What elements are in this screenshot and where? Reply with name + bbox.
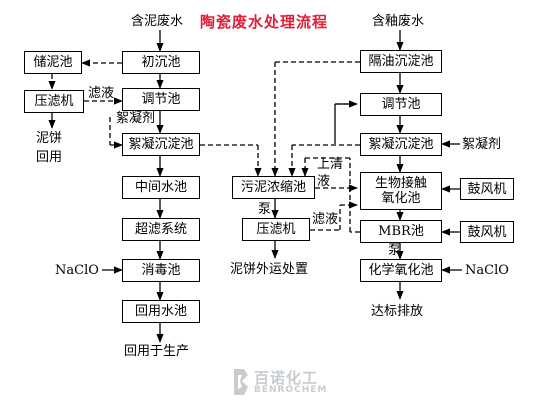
box-chuchen: 初沉池 [122, 51, 200, 74]
pump-label-middle: 泵 [258, 202, 272, 217]
watermark-text-en: BENROCHEM [254, 385, 328, 395]
supernatant-label-line2: 液 [317, 174, 331, 189]
box-blower-2: 鼓风机 [460, 221, 514, 243]
flocculant-label-left: 絮凝剂 [116, 111, 156, 126]
box-xuening-left: 絮凝沉淀池 [122, 133, 200, 156]
naclo-right-label: NaClO [465, 263, 509, 278]
flocculant-label-right: 絮凝剂 [462, 137, 502, 152]
box-yalv-middle: 压滤机 [242, 218, 310, 241]
outlet-middle-label: 泥饼外运处置 [230, 262, 309, 277]
box-xiaodu: 消毒池 [122, 259, 200, 282]
box-bio-oxidation: 生物接触 氧化池 [360, 172, 442, 210]
input-right-label: 含釉废水 [372, 14, 425, 29]
box-zhongjian: 中间水池 [122, 176, 200, 199]
outlet-right-label: 达标排放 [371, 304, 424, 319]
filtrate-label-left: 滤液 [88, 86, 115, 101]
supernatant-label-line1: 上清 [317, 157, 344, 172]
filtrate-label-middle: 滤液 [312, 212, 339, 227]
box-xuening-right: 絮凝沉淀池 [360, 133, 442, 156]
watermark-emblem-icon [234, 369, 248, 395]
box-mbr: MBR池 [360, 220, 442, 243]
watermark-text-cn: 百诺化工 [254, 369, 319, 387]
box-nongsuo: 污泥浓缩池 [232, 176, 315, 199]
naclo-left-label: NaClO [55, 263, 99, 278]
page-title: 陶瓷废水处理流程 [200, 13, 329, 31]
box-chem-oxidation: 化学氧化池 [360, 259, 442, 282]
bio-label-line1: 生物接触 [374, 176, 427, 191]
box-tiaojie-left: 调节池 [122, 88, 200, 111]
box-tiaojie-right: 调节池 [360, 93, 442, 116]
cake-label-line2: 回用 [36, 150, 63, 165]
box-yalv-left: 压滤机 [24, 90, 84, 113]
outlet-left-label: 回用于生产 [124, 344, 190, 359]
bio-label-line2: 氧化池 [381, 191, 421, 206]
box-chaolv: 超滤系统 [122, 218, 200, 241]
box-geyou: 隔油沉淀池 [360, 50, 442, 73]
watermark-logo: 百诺化工 BENROCHEM [232, 365, 334, 399]
box-blower-1: 鼓风机 [460, 178, 514, 200]
box-huiyong: 回用水池 [122, 300, 200, 323]
cake-label-line1: 泥饼 [36, 131, 63, 146]
box-chuni: 储泥池 [24, 51, 82, 74]
pump-label-right: 泵 [388, 243, 402, 258]
input-left-label: 含泥废水 [131, 14, 184, 29]
